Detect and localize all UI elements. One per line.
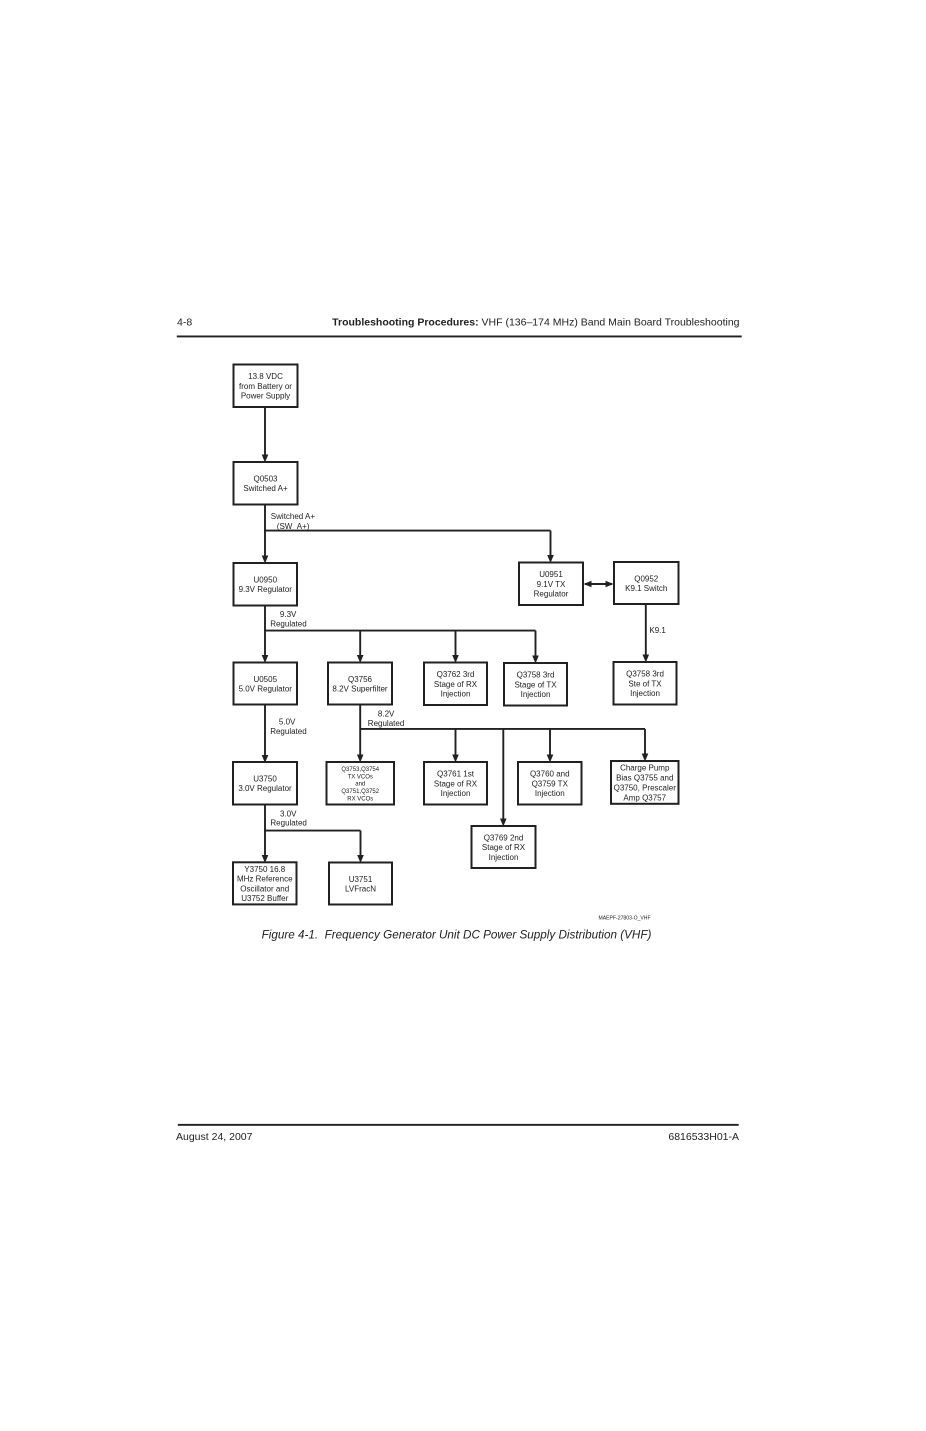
svg-text:MHz Reference: MHz Reference: [237, 875, 293, 884]
svg-text:Q3758 3rd: Q3758 3rd: [517, 671, 555, 680]
svg-text:Regulated: Regulated: [368, 719, 404, 728]
svg-text:Troubleshooting Procedures: VH: Troubleshooting Procedures: VHF (136–174…: [332, 316, 739, 328]
svg-text:MAEPF-27803-O_VHF: MAEPF-27803-O_VHF: [599, 915, 651, 921]
svg-text:13.8 VDC: 13.8 VDC: [248, 372, 283, 381]
svg-text:Q3760 and: Q3760 and: [530, 770, 570, 779]
svg-text:LVFracN: LVFracN: [345, 884, 376, 893]
svg-text:Injection: Injection: [441, 690, 471, 699]
svg-text:6816533H01-A: 6816533H01-A: [668, 1131, 739, 1143]
svg-text:Power Supply: Power Supply: [241, 392, 290, 401]
svg-text:Figure 4-1. Frequency Generat: Figure 4-1. Frequency Generator Unit DC …: [262, 928, 652, 941]
svg-text:from Battery or: from Battery or: [239, 382, 292, 391]
svg-text:Oscillator and: Oscillator and: [240, 884, 289, 893]
svg-text:Q0503: Q0503: [253, 475, 278, 484]
svg-text:Q3762 3rd: Q3762 3rd: [437, 670, 475, 679]
svg-text:8.2V: 8.2V: [378, 709, 395, 718]
svg-text:(SW_A+): (SW_A+): [277, 522, 310, 531]
svg-text:Q3750, Prescaler: Q3750, Prescaler: [614, 784, 677, 793]
svg-text:U3752 Buffer: U3752 Buffer: [241, 894, 288, 903]
svg-text:Q0952: Q0952: [634, 574, 659, 583]
svg-text:Stage of RX: Stage of RX: [434, 779, 478, 788]
svg-text:Injection: Injection: [489, 853, 519, 862]
svg-text:U3751: U3751: [349, 875, 373, 884]
svg-text:U0951: U0951: [539, 570, 563, 579]
svg-text:Switched A+: Switched A+: [271, 512, 316, 521]
svg-text:Bias Q3755 and: Bias Q3755 and: [616, 774, 673, 783]
svg-text:Stage of TX: Stage of TX: [514, 680, 557, 689]
svg-text:9.3V: 9.3V: [280, 610, 297, 619]
svg-text:RX VCOs: RX VCOs: [347, 796, 373, 802]
svg-text:Q3761 1st: Q3761 1st: [437, 770, 475, 779]
svg-text:Regulated: Regulated: [270, 819, 306, 828]
svg-text:K9.1: K9.1: [649, 626, 666, 635]
svg-text:Regulated: Regulated: [270, 619, 306, 628]
svg-text:U3750: U3750: [253, 775, 277, 784]
svg-text:Ste of TX: Ste of TX: [628, 679, 662, 688]
svg-text:Injection: Injection: [521, 690, 551, 699]
svg-text:3.0V Regulator: 3.0V Regulator: [238, 784, 292, 793]
svg-text:Injection: Injection: [630, 689, 660, 698]
svg-text:Q3756: Q3756: [348, 675, 373, 684]
svg-text:Injection: Injection: [441, 789, 471, 798]
svg-text:Stage of RX: Stage of RX: [482, 843, 526, 852]
svg-text:U0505: U0505: [253, 675, 277, 684]
svg-text:TX VCOs: TX VCOs: [348, 774, 373, 780]
svg-text:Amp Q3757: Amp Q3757: [623, 794, 666, 803]
svg-text:U0950: U0950: [253, 576, 277, 585]
svg-text:Regulated: Regulated: [270, 727, 306, 736]
svg-text:Q3769 2nd: Q3769 2nd: [484, 833, 524, 842]
svg-text:Injection: Injection: [535, 789, 565, 798]
svg-text:Q3751,Q3752: Q3751,Q3752: [341, 789, 379, 795]
svg-text:and: and: [355, 782, 365, 788]
svg-text:Q3758 3rd: Q3758 3rd: [626, 670, 664, 679]
svg-text:9.3V Regulator: 9.3V Regulator: [239, 585, 293, 594]
svg-text:4-8: 4-8: [177, 316, 192, 328]
svg-text:Q3753,Q3754: Q3753,Q3754: [341, 767, 379, 773]
svg-text:5.0V: 5.0V: [279, 718, 296, 727]
svg-text:Stage of RX: Stage of RX: [434, 680, 478, 689]
svg-text:Regulator: Regulator: [534, 590, 569, 599]
svg-text:K9.1 Switch: K9.1 Switch: [625, 584, 667, 593]
svg-text:5.0V Regulator: 5.0V Regulator: [239, 684, 293, 693]
svg-text:Charge Pump: Charge Pump: [620, 764, 670, 773]
svg-text:Q3759 TX: Q3759 TX: [532, 779, 569, 788]
svg-text:9.1V TX: 9.1V TX: [537, 580, 566, 589]
svg-text:8.2V Superfilter: 8.2V Superfilter: [332, 684, 387, 693]
svg-text:3.0V: 3.0V: [280, 810, 297, 819]
svg-text:Switched A+: Switched A+: [243, 484, 288, 493]
svg-text:Y3750 16.8: Y3750 16.8: [244, 865, 285, 874]
svg-text:August 24, 2007: August 24, 2007: [176, 1131, 253, 1143]
